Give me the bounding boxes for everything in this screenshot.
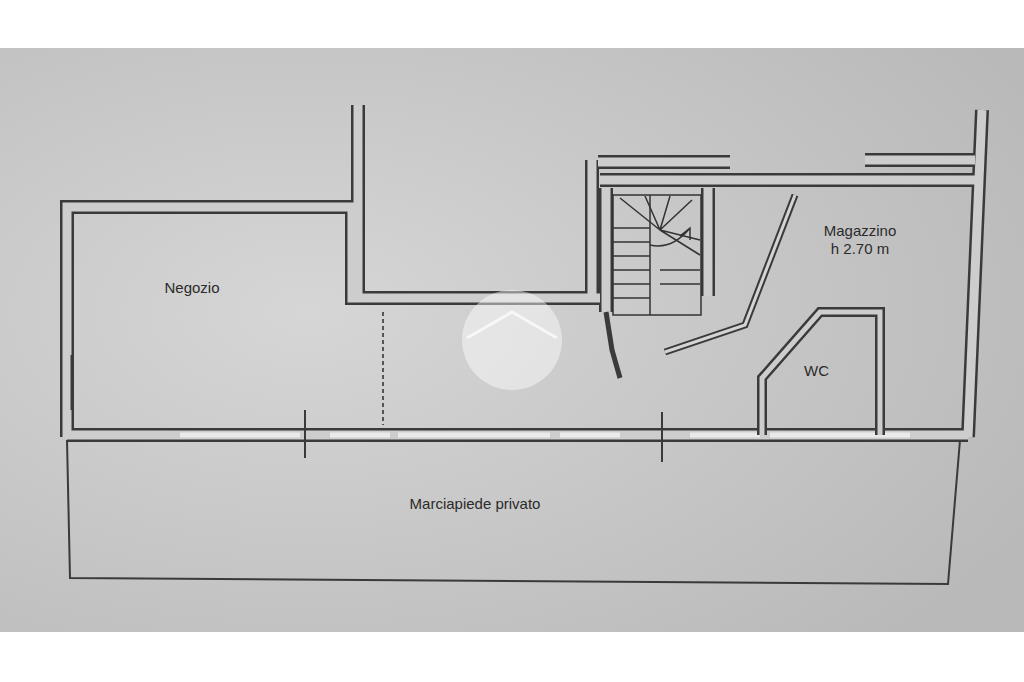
room-label: Magazzino: [824, 222, 897, 240]
walls: [67, 105, 982, 584]
private-sidewalk: Marciapiede privato: [75, 445, 945, 575]
area-label: Marciapiede privato: [410, 495, 541, 513]
wc-room: WC: [765, 314, 878, 430]
shop-room: Negozio: [75, 215, 345, 425]
paper-ground: [0, 48, 1024, 632]
top-margin: [0, 0, 1024, 48]
bottom-margin: [0, 632, 1024, 682]
height-note: h 2.70 m: [831, 240, 889, 258]
staircase: [613, 195, 701, 315]
room-label: WC: [804, 362, 829, 380]
watermark: [462, 290, 562, 390]
storage-room: Magazzinoh 2.70 m WC: [715, 200, 965, 428]
room-label: Negozio: [164, 279, 219, 297]
